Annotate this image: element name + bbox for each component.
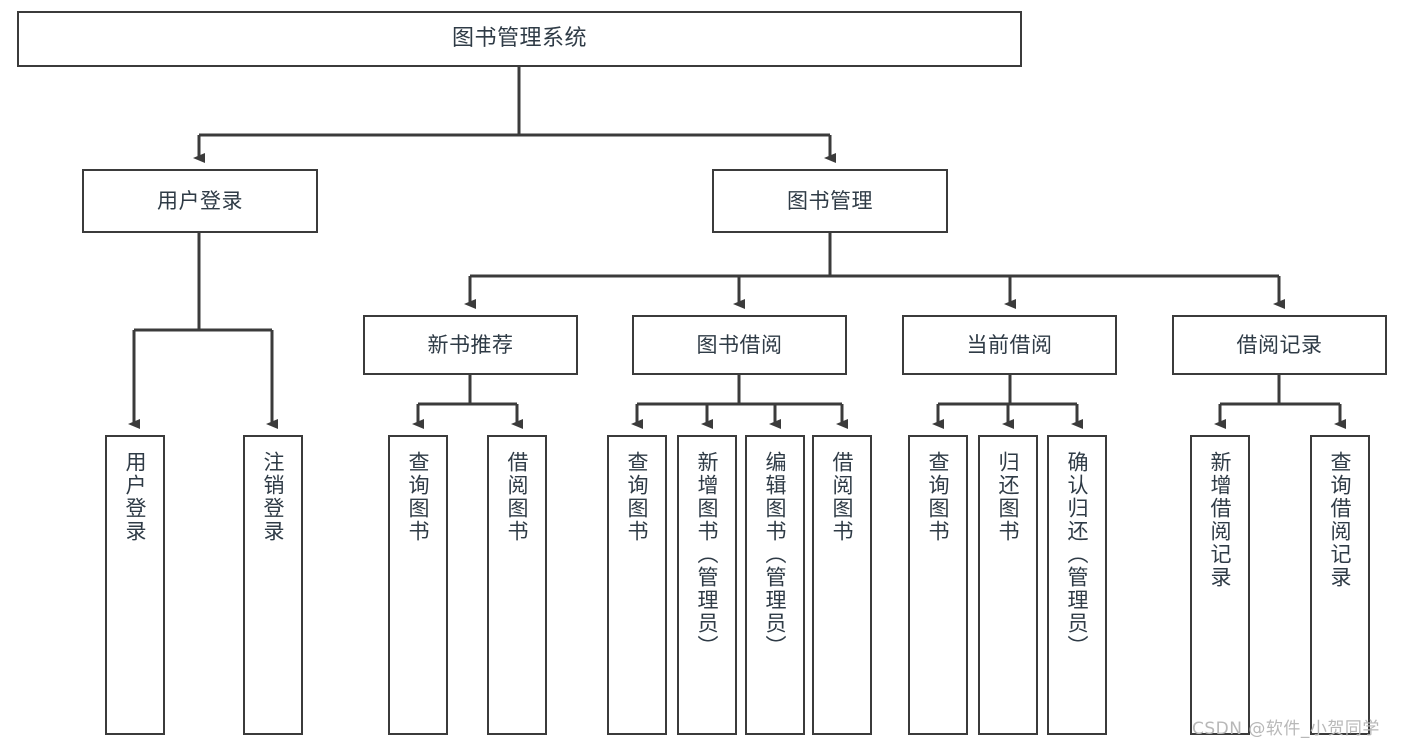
leaf-user-login-login[interactable]: 用户登录	[105, 435, 165, 735]
node-label: 借阅记录	[1236, 332, 1323, 357]
node-label: 用户登录	[157, 188, 243, 213]
node-borrow-record[interactable]: 借阅记录	[1172, 315, 1387, 375]
node-label: 借阅图书	[505, 451, 530, 543]
leaf-book-borrow-query-book[interactable]: 查询图书	[607, 435, 667, 735]
node-new-book-recommend[interactable]: 新书推荐	[363, 315, 578, 375]
node-label: 查询图书	[625, 451, 650, 543]
node-book-management[interactable]: 图书管理	[712, 169, 948, 233]
node-label: 查询借阅记录	[1328, 451, 1353, 589]
leaf-borrow-record-query-record[interactable]: 查询借阅记录	[1310, 435, 1370, 735]
leaf-new-book-query-book[interactable]: 查询图书	[388, 435, 448, 735]
leaf-current-borrow-query-book[interactable]: 查询图书	[908, 435, 968, 735]
node-current-borrow[interactable]: 当前借阅	[902, 315, 1117, 375]
node-label: 新增图书（管理员）	[695, 451, 720, 658]
node-label: 用户登录	[123, 451, 148, 543]
node-label: 编辑图书（管理员）	[763, 451, 788, 658]
leaf-user-login-logout[interactable]: 注销登录	[243, 435, 303, 735]
leaf-current-borrow-confirm-return-admin[interactable]: 确认归还（管理员）	[1047, 435, 1107, 735]
node-label: 查询图书	[406, 451, 431, 543]
leaf-borrow-record-add-record[interactable]: 新增借阅记录	[1190, 435, 1250, 735]
node-label: 新增借阅记录	[1208, 451, 1233, 589]
node-label: 借阅图书	[830, 451, 855, 543]
node-label: 当前借阅	[966, 332, 1053, 357]
node-label: 图书管理系统	[451, 26, 587, 52]
node-label: 确认归还（管理员）	[1065, 451, 1090, 658]
node-user-login[interactable]: 用户登录	[82, 169, 318, 233]
leaf-book-borrow-borrow-book[interactable]: 借阅图书	[812, 435, 872, 735]
node-label: 图书管理	[787, 188, 873, 213]
node-root-book-management-system[interactable]: 图书管理系统	[17, 11, 1022, 67]
node-label: 注销登录	[261, 451, 286, 543]
node-book-borrow[interactable]: 图书借阅	[632, 315, 847, 375]
leaf-current-borrow-return-book[interactable]: 归还图书	[978, 435, 1038, 735]
node-label: 图书借阅	[696, 332, 783, 357]
node-label: 归还图书	[996, 451, 1021, 543]
node-label: 查询图书	[926, 451, 951, 543]
leaf-book-borrow-add-book-admin[interactable]: 新增图书（管理员）	[677, 435, 737, 735]
csdn-watermark: CSDN @软件_小贺同学	[1192, 719, 1380, 739]
leaf-book-borrow-edit-book-admin[interactable]: 编辑图书（管理员）	[745, 435, 805, 735]
node-label: 新书推荐	[427, 332, 514, 357]
leaf-new-book-borrow-book[interactable]: 借阅图书	[487, 435, 547, 735]
